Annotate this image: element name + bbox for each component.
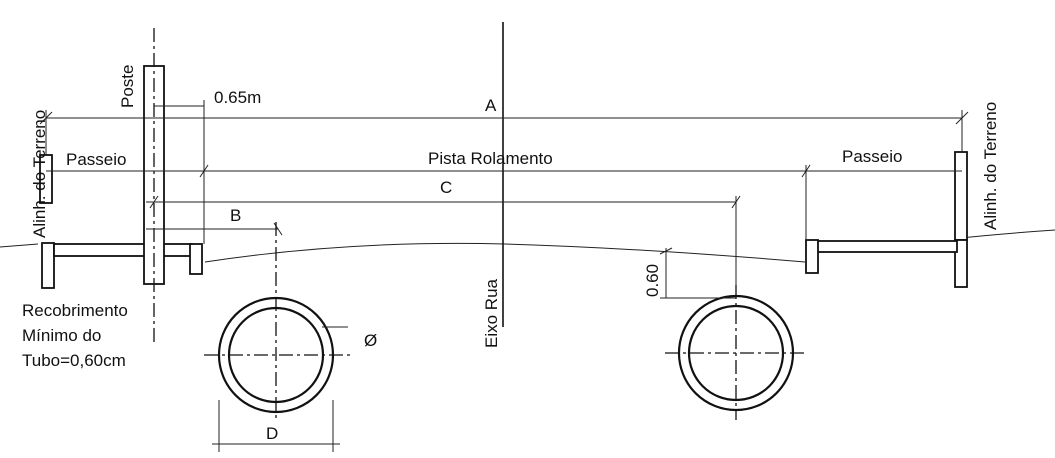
- dim-depth-tick-top: [659, 247, 673, 255]
- ground-line: [0, 229, 1055, 248]
- dim-b-tick-right: [273, 222, 283, 236]
- curb-right: [805, 239, 819, 274]
- street-axis-label: Eixo Rua: [482, 278, 501, 348]
- terrain-label-left: Alinh. do Terreno: [30, 110, 49, 238]
- terrain-wall-left: [41, 242, 55, 289]
- terrain-wall-right: [954, 239, 968, 288]
- pole-label: Poste: [118, 65, 137, 108]
- road-surface-line: [204, 242, 806, 263]
- curb-left: [189, 243, 203, 275]
- dim-b-label: B: [230, 206, 241, 225]
- sidewalk-slab-left: [53, 243, 193, 257]
- diameter-label: Ø: [364, 331, 377, 350]
- dim-a-tick-left: [39, 111, 53, 125]
- cover-label-line2: Mínimo do: [22, 326, 101, 345]
- sidewalk-left-label: Passeio: [66, 150, 126, 169]
- offset-label: 0.65m: [214, 88, 261, 107]
- roadway-label: Pista Rolamento: [428, 149, 553, 168]
- terrain-post-right: [954, 151, 968, 241]
- dim-road-tick-right: [801, 164, 811, 178]
- dim-a-tick-right: [955, 111, 969, 125]
- dim-a-label: A: [485, 96, 497, 115]
- cover-label-line3: Tubo=0,60cm: [22, 351, 126, 370]
- dim-c-tick-right: [731, 195, 741, 209]
- sidewalk-right-label: Passeio: [842, 147, 902, 166]
- sidewalk-slab-right: [816, 240, 958, 253]
- depth-label: 0.60: [643, 264, 662, 297]
- dim-c-label: C: [440, 178, 452, 197]
- terrain-label-right: Alinh. do Terreno: [981, 102, 1000, 230]
- cover-label-line1: Recobrimento: [22, 301, 128, 320]
- dim-d-label: D: [266, 424, 278, 443]
- dim-c-tick-left: [149, 195, 159, 209]
- dim-road-tick-left: [199, 164, 209, 178]
